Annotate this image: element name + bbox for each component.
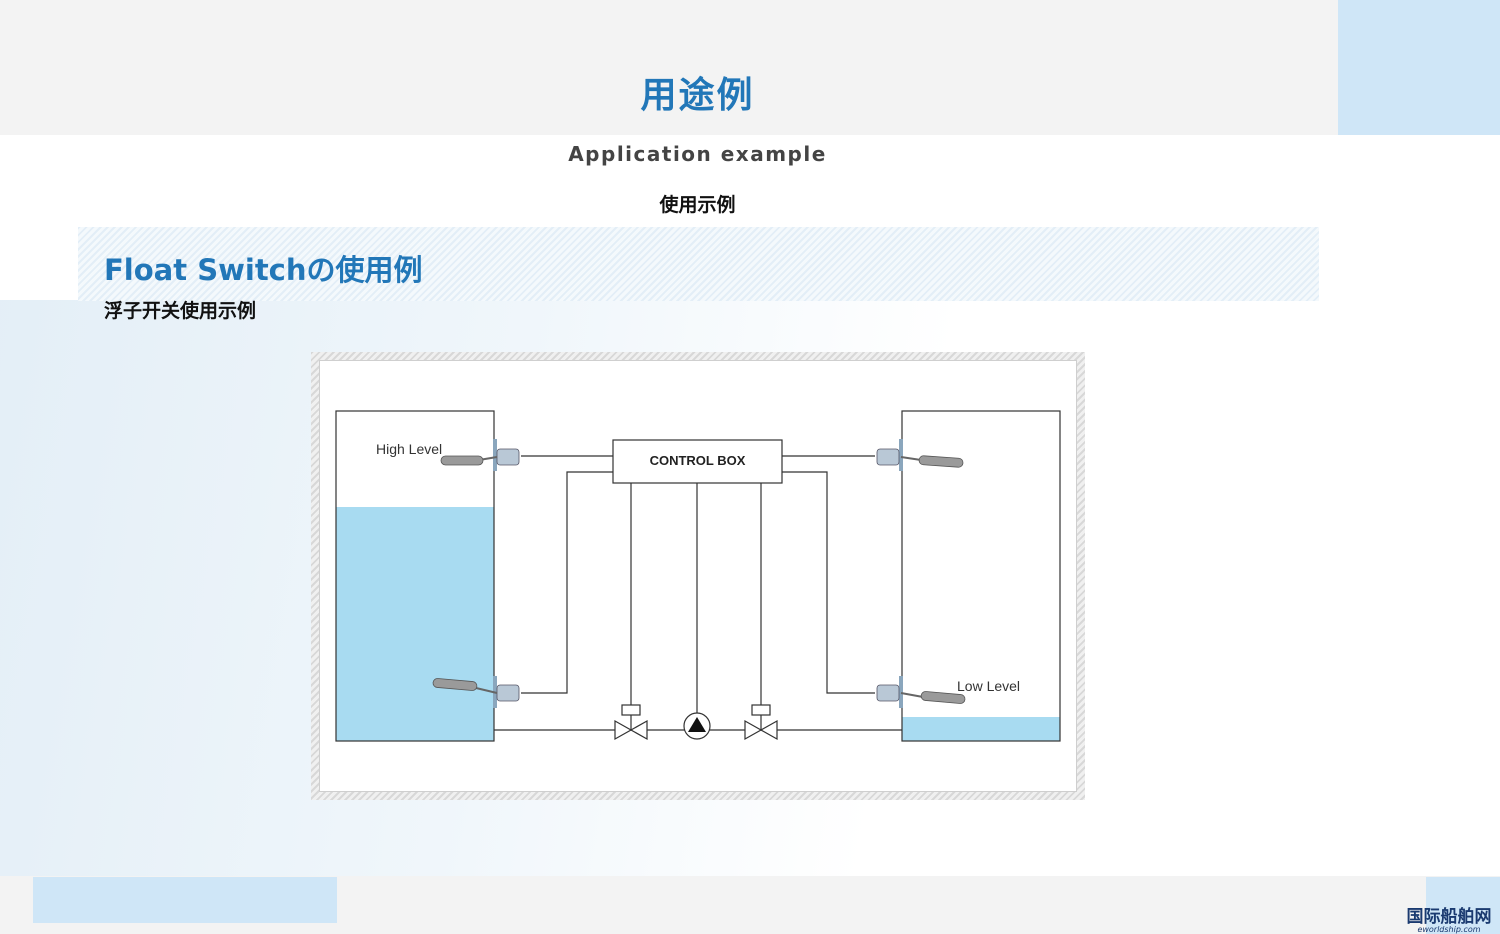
page-subtitle-chinese: 使用示例 [659, 194, 736, 216]
section-title: Float Switchの使用例 [104, 253, 423, 287]
left-tank-label: High Level [376, 441, 442, 457]
section-subtitle: 浮子开关使用示例 [104, 300, 257, 322]
float-switch-left-low [432, 676, 520, 708]
control-box-label: CONTROL BOX [650, 453, 746, 468]
right-tank-label: Low Level [957, 678, 1020, 694]
page-title: 用途例 [640, 75, 755, 116]
right-tank-water [902, 717, 1060, 741]
wiring [494, 455, 902, 731]
header-band [0, 0, 1338, 135]
left-tank-water [336, 507, 494, 741]
page-subtitle-english: Application example [568, 142, 827, 166]
left-tank [335, 410, 495, 742]
header-corner-accent [1338, 0, 1500, 135]
pump-icon [683, 712, 711, 740]
right-tank [901, 410, 1061, 742]
float-switch-left-high [440, 439, 520, 471]
float-switch-diagram: High Level Low Level CONTROL BOX [335, 410, 1061, 742]
valve-left-icon [614, 704, 648, 741]
float-switch-right-low [876, 676, 966, 708]
watermark-logo: 国际船舶网 [1406, 907, 1492, 927]
valve-right-icon [744, 704, 778, 741]
float-switch-right-high [876, 439, 964, 471]
watermark-url: eworldship.com [1417, 925, 1481, 934]
section-banner [78, 227, 1319, 301]
footer-left-accent [33, 877, 337, 923]
footer-right-accent [1426, 877, 1500, 934]
